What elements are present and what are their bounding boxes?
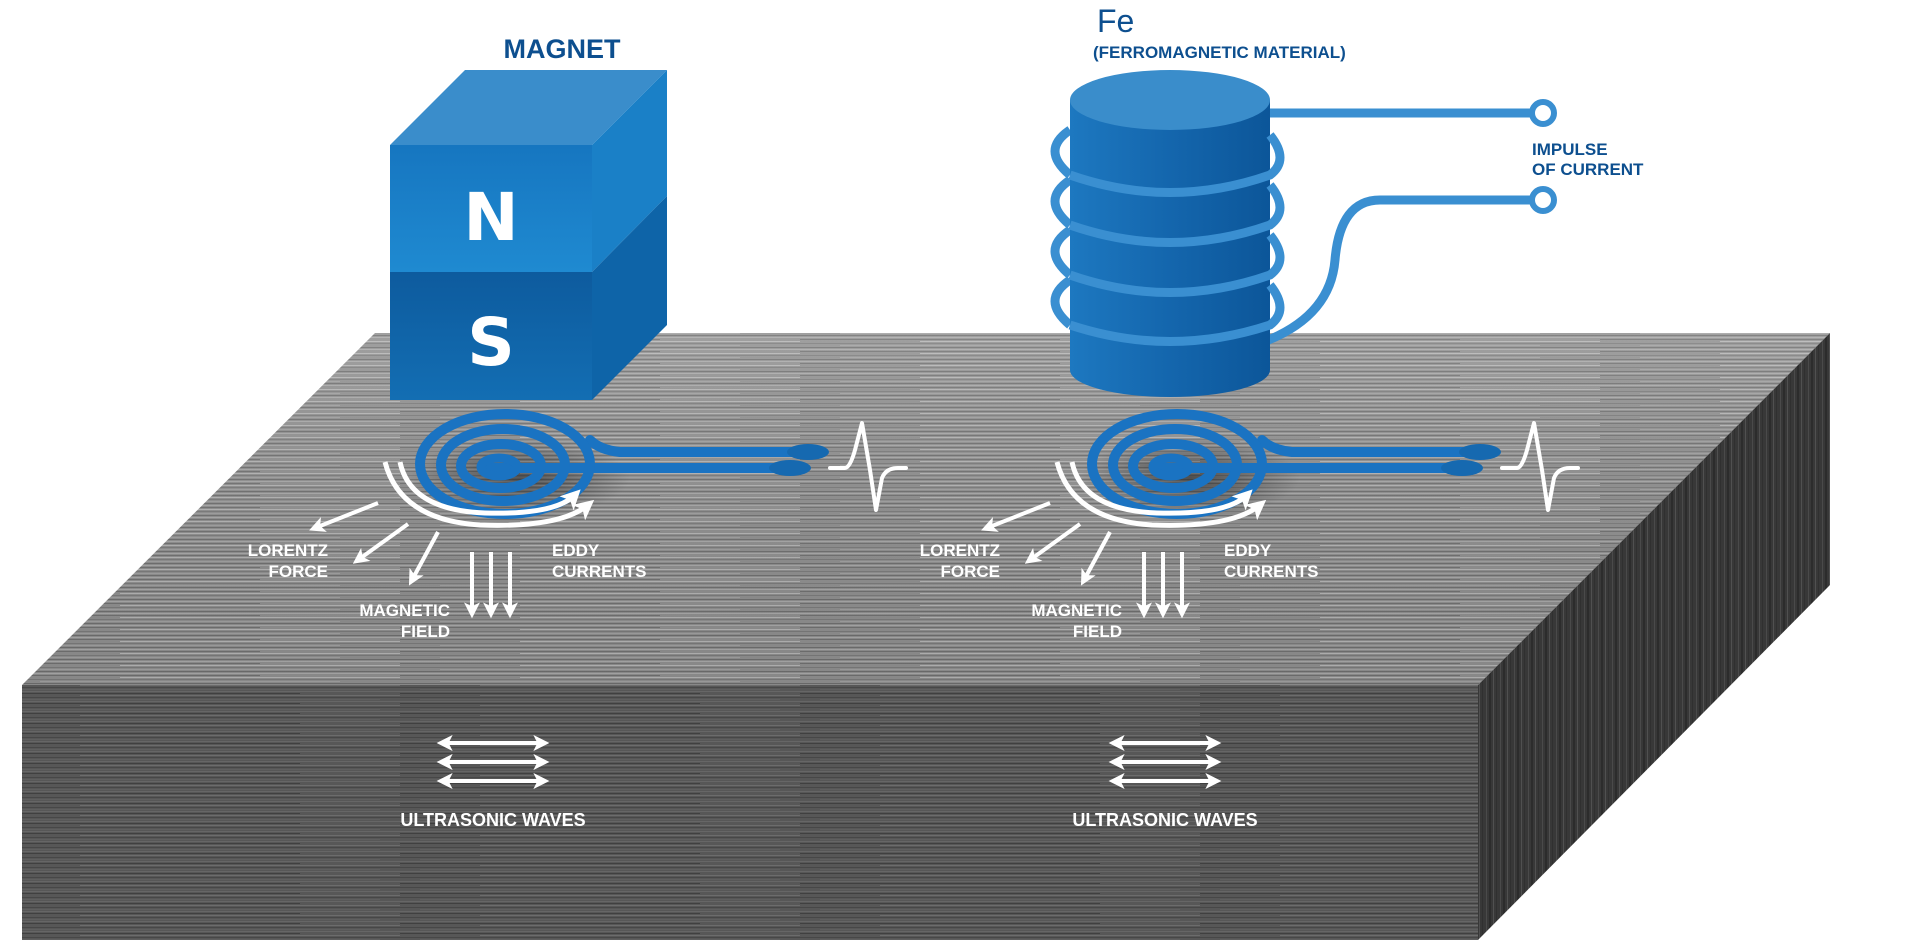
- permanent-magnet: N S: [390, 70, 667, 400]
- coil-terminal-bottom: [1441, 460, 1483, 476]
- right-lorentz-label-1: LORENTZ: [920, 541, 1000, 560]
- magnet-side-south: [592, 196, 667, 400]
- slab-side-face: [1478, 333, 1830, 940]
- coil-lead-top: [585, 435, 813, 457]
- left-magnetic-field-arrows: [464, 552, 518, 619]
- left-magnetic-label-1: MAGNETIC: [359, 601, 450, 620]
- right-eddy-label-1: EDDY: [1224, 541, 1272, 560]
- pulse-waveform-icon: [828, 421, 908, 512]
- impulse-wires: [1253, 99, 1557, 350]
- arrow-icon: [408, 531, 440, 586]
- coil-terminal-top: [1459, 444, 1501, 460]
- pulse-waveform-icon: [1500, 421, 1580, 512]
- arrow-icon: [352, 522, 410, 564]
- magnet-side-north: [592, 70, 667, 272]
- metal-slab: [22, 333, 1830, 940]
- arrow-icon: [981, 501, 1051, 532]
- left-ultrasonic-arrows: [436, 735, 550, 789]
- magnet-south-face: [390, 272, 592, 400]
- right-magnetic-field-arrows: [1136, 552, 1190, 619]
- coil-terminal-bottom: [769, 460, 811, 476]
- arrow-icon: [1024, 522, 1082, 564]
- right-lorentz-label-2: FORCE: [941, 562, 1001, 581]
- fe-subtitle: (FERROMAGNETIC MATERIAL): [1093, 43, 1346, 62]
- terminal-bottom: [1529, 186, 1557, 214]
- ferromagnetic-core: [1050, 70, 1285, 397]
- left-lorentz-label-2: FORCE: [269, 562, 329, 581]
- left-eddy-current-arcs: [382, 461, 595, 528]
- right-ultrasonic-arrows: [1108, 735, 1222, 789]
- magnet-heading: MAGNET: [504, 34, 621, 64]
- north-pole-label: N: [463, 179, 518, 256]
- arrow-icon: [1080, 531, 1112, 586]
- winding-front: [1068, 132, 1285, 346]
- right-magnetic-label-2: FIELD: [1073, 622, 1122, 641]
- magnet-north-face: [390, 145, 592, 272]
- impulse-label-2: OF CURRENT: [1532, 160, 1644, 179]
- left-ultrasonic-label: ULTRASONIC WAVES: [400, 810, 585, 830]
- right-magnetic-label-1: MAGNETIC: [1031, 601, 1122, 620]
- winding-back: [1050, 126, 1074, 329]
- right-eddy-label-2: CURRENTS: [1224, 562, 1318, 581]
- right-eddy-current-arcs: [1054, 461, 1267, 528]
- impulse-label-1: IMPULSE: [1532, 140, 1608, 159]
- core-top: [1070, 70, 1270, 130]
- right-ultrasonic-label: ULTRASONIC WAVES: [1072, 810, 1257, 830]
- left-magnetic-label-2: FIELD: [401, 622, 450, 641]
- left-lorentz-force-arrows: [309, 501, 440, 586]
- slab-front-face: [22, 685, 1478, 940]
- magnet-top-face: [390, 70, 667, 145]
- left-eddy-label-1: EDDY: [552, 541, 600, 560]
- coil-terminal-top: [787, 444, 829, 460]
- coil-lead-top: [1257, 435, 1485, 457]
- south-pole-label: S: [467, 304, 515, 381]
- fe-symbol: Fe: [1097, 3, 1134, 39]
- left-eddy-label-2: CURRENTS: [552, 562, 646, 581]
- terminal-top: [1529, 99, 1557, 127]
- right-lorentz-force-arrows: [981, 501, 1112, 586]
- core-body: [1070, 100, 1270, 397]
- arrow-icon: [309, 501, 379, 532]
- left-lorentz-label-1: LORENTZ: [248, 541, 328, 560]
